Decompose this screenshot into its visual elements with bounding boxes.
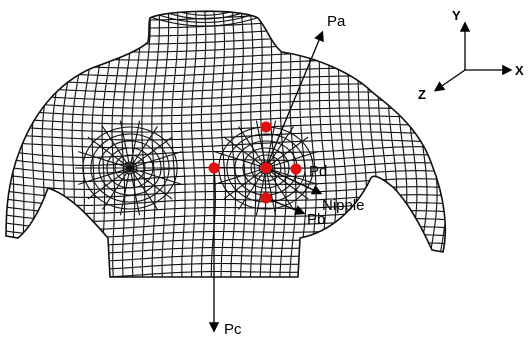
mesh-column-line [456, 0, 488, 288]
landmark-point-nipple [261, 163, 272, 174]
label-pa: Pa [327, 13, 346, 30]
mesh-row-line [0, 4, 456, 12]
landmark-point-lower [261, 193, 272, 204]
label-nipple: Nipple [322, 197, 365, 214]
landmark-point-upper [261, 122, 272, 133]
mesh-column-line [0, 0, 15, 288]
mesh-neck-ring [189, 0, 221, 5]
mesh-column-line [2, 0, 24, 288]
label-pb: Pb [307, 211, 325, 228]
y-axis-label: Y [452, 8, 461, 23]
z-axis-arrow [436, 70, 465, 90]
landmark-point-medial [209, 163, 220, 174]
landmark-point-lateral [291, 164, 302, 175]
mesh-neck-ring [163, 0, 246, 12]
mesh-neck-ring [176, 0, 234, 8]
mesh-column-line [0, 0, 6, 288]
label-pc: Pc [224, 321, 242, 338]
x-axis-label: X [515, 63, 524, 78]
coordinate-axes: Y X Z [418, 8, 524, 102]
label-pd: Pd [309, 163, 327, 180]
mesh-column-line [447, 0, 477, 288]
z-axis-label: Z [418, 87, 426, 102]
